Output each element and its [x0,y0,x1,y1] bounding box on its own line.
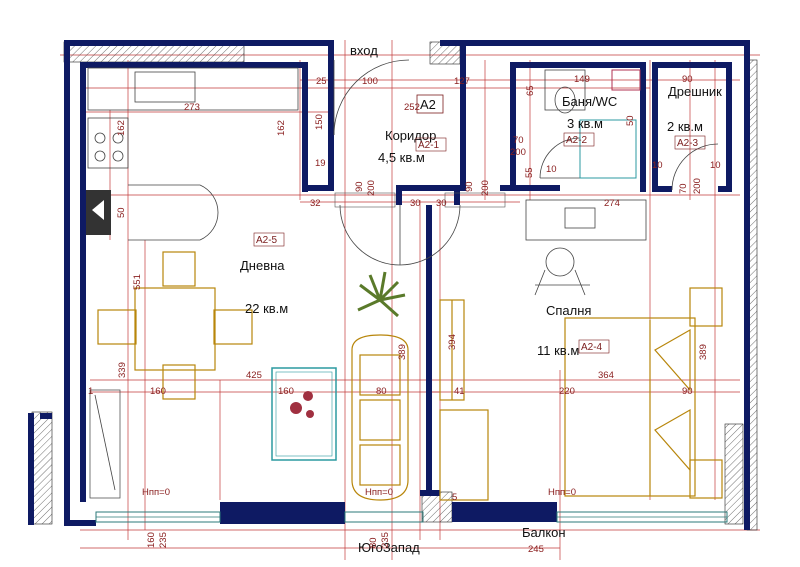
dim-160c: 160 [146,532,157,548]
corridor-area: 4,5 кв.м [378,150,425,165]
bedroom-area: 11 кв.м [537,343,579,358]
bath-name: Баня/WC [562,94,617,109]
dim-30a: 30 [410,198,421,209]
dim-235b: 235 [380,532,391,548]
unit-code: A2 [420,97,436,112]
dim-25: 25 [316,76,327,87]
hatched-walls [31,41,758,531]
dim-90a: 90 [682,74,693,85]
corridor-tag: A2-1 [418,140,440,151]
floor-mark-2: Нпп=0 [365,487,393,498]
closet-tag: A2-3 [677,138,699,149]
bedroom-tag: A2-4 [581,342,603,353]
dim-65: 65 [525,85,536,96]
dim-394: 394 [447,334,458,350]
dim-200c: 200 [366,180,377,196]
dim-55: 55 [524,167,535,178]
dim-252: 252 [404,102,420,113]
dim-162a: 162 [116,120,127,136]
dim-90c: 90 [464,181,475,192]
dim-70b: 70 [678,183,689,194]
dim-162b: 162 [276,120,287,136]
entrance-label: вход [350,43,378,58]
windows [95,511,728,523]
dim-160b: 160 [278,386,294,397]
dim-90b: 90 [354,181,365,192]
balcony-label: Балкон [522,525,566,540]
dim-30b: 30 [436,198,447,209]
dim-127: 127 [454,76,470,87]
dim-273: 273 [184,102,200,113]
dim-200d: 200 [480,180,491,196]
dim-90d: 90 [682,386,693,397]
dim-80b: 80 [368,537,379,548]
plant-icon [357,271,406,318]
bath-area: 3 кв.м [567,116,603,131]
floor-badge-icon [86,190,111,235]
dim-1: 1 [88,386,93,397]
dim-50a: 50 [625,115,636,126]
dim-80: 80 [376,386,387,397]
closet-name: Дрешник [668,84,722,99]
furniture [87,67,723,501]
dim-149: 149 [574,74,590,85]
orientation-label: ЮгоЗапад [358,540,420,555]
dim-200b: 200 [692,178,703,194]
dim-70a: 70 [513,135,524,146]
dim-41: 41 [454,386,465,397]
dim-10a: 10 [546,164,557,175]
dim-5: 5 [452,492,457,503]
living-room-name: Дневна [240,258,285,273]
living-room-area: 22 кв.м [245,301,288,316]
closet-area: 2 кв.м [667,119,703,134]
dim-274: 274 [604,198,620,209]
dim-19: 19 [315,158,326,169]
dim-160a: 160 [150,386,166,397]
dim-10c: 10 [710,160,721,171]
dim-235a: 235 [158,532,169,548]
dim-339: 339 [117,362,128,378]
dim-100: 100 [362,76,378,87]
dim-220: 220 [559,386,575,397]
corridor-name: Коридор [385,128,436,143]
dim-389a: 389 [397,344,408,360]
walls [28,40,750,530]
living-room-tag: A2-5 [256,235,278,246]
floor-mark-3: Нпп=0 [548,487,576,498]
dim-389b: 389 [698,344,709,360]
dim-425: 425 [246,370,262,381]
dim-551: 551 [132,274,143,290]
dim-50b: 50 [116,207,127,218]
room-labels: A2 вход Дневна 22 кв.м A2-5 Коридор 4,5 … [142,43,722,555]
dim-10b: 10 [652,160,663,171]
dim-200a: 200 [510,147,526,158]
dim-245: 245 [528,544,544,555]
bath-tag: A2-2 [566,135,588,146]
dim-364: 364 [598,370,614,381]
dim-150: 150 [314,114,325,130]
bedroom-name: Спалня [546,303,591,318]
floor-mark-1: Нпп=0 [142,487,170,498]
dim-32: 32 [310,198,321,209]
dimension-labels: 25 100 127 149 90 273 252 162 162 150 65… [88,74,721,555]
doors [89,59,719,499]
